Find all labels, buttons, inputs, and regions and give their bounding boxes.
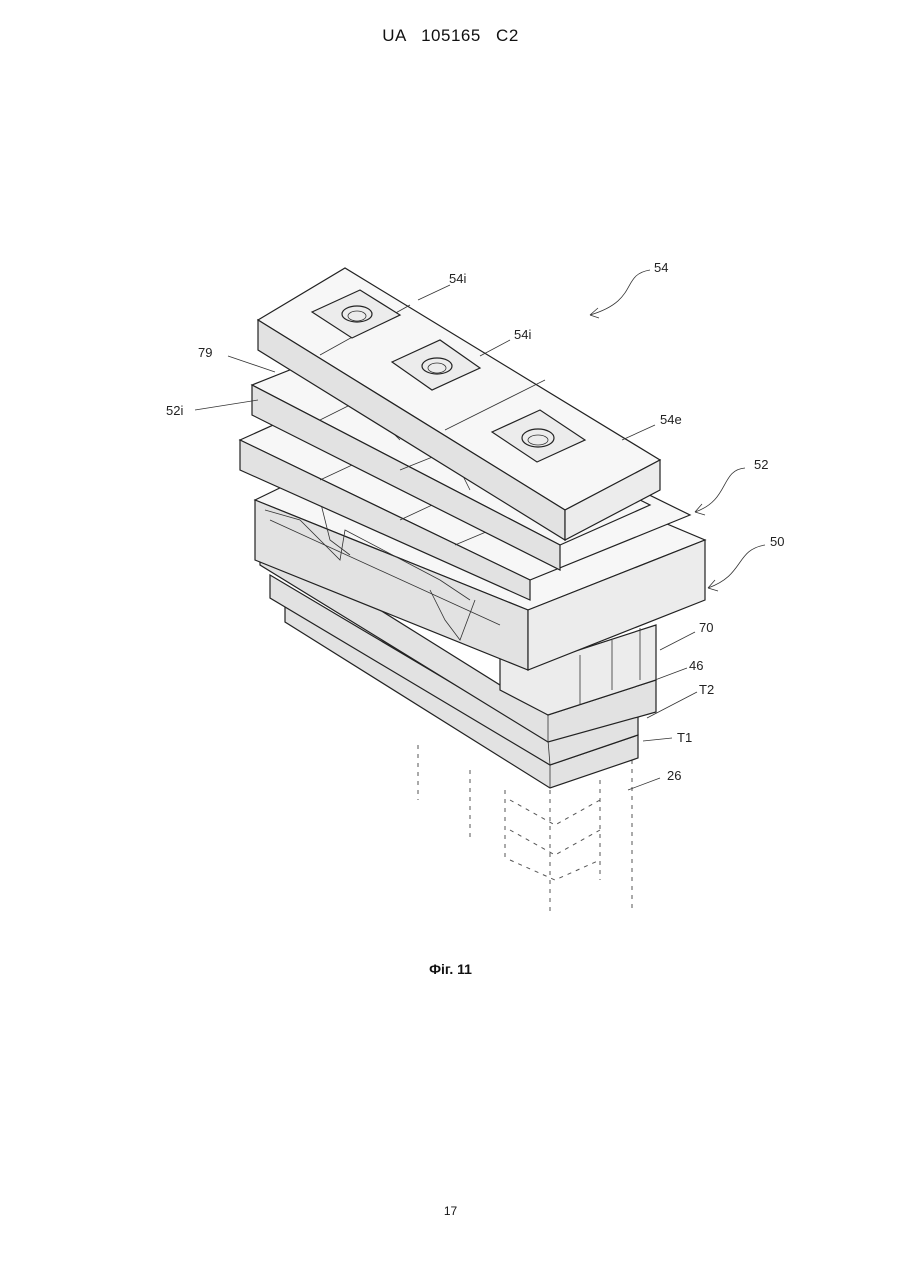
label-52: 52 bbox=[754, 457, 768, 472]
label-T1: T1 bbox=[677, 730, 692, 745]
page-number: 17 bbox=[0, 1204, 901, 1218]
label-26: 26 bbox=[667, 768, 681, 783]
label-50: 50 bbox=[770, 534, 784, 549]
label-T2: T2 bbox=[699, 682, 714, 697]
label-54i-second: 54i bbox=[514, 327, 531, 342]
figure-caption: Фіг. 11 bbox=[0, 961, 901, 977]
label-54e: 54e bbox=[660, 412, 682, 427]
label-70: 70 bbox=[699, 620, 713, 635]
label-46: 46 bbox=[689, 658, 703, 673]
label-52i: 52i bbox=[166, 403, 183, 418]
label-54: 54 bbox=[654, 260, 668, 275]
label-54i-first: 54i bbox=[449, 271, 466, 286]
label-79: 79 bbox=[198, 345, 212, 360]
